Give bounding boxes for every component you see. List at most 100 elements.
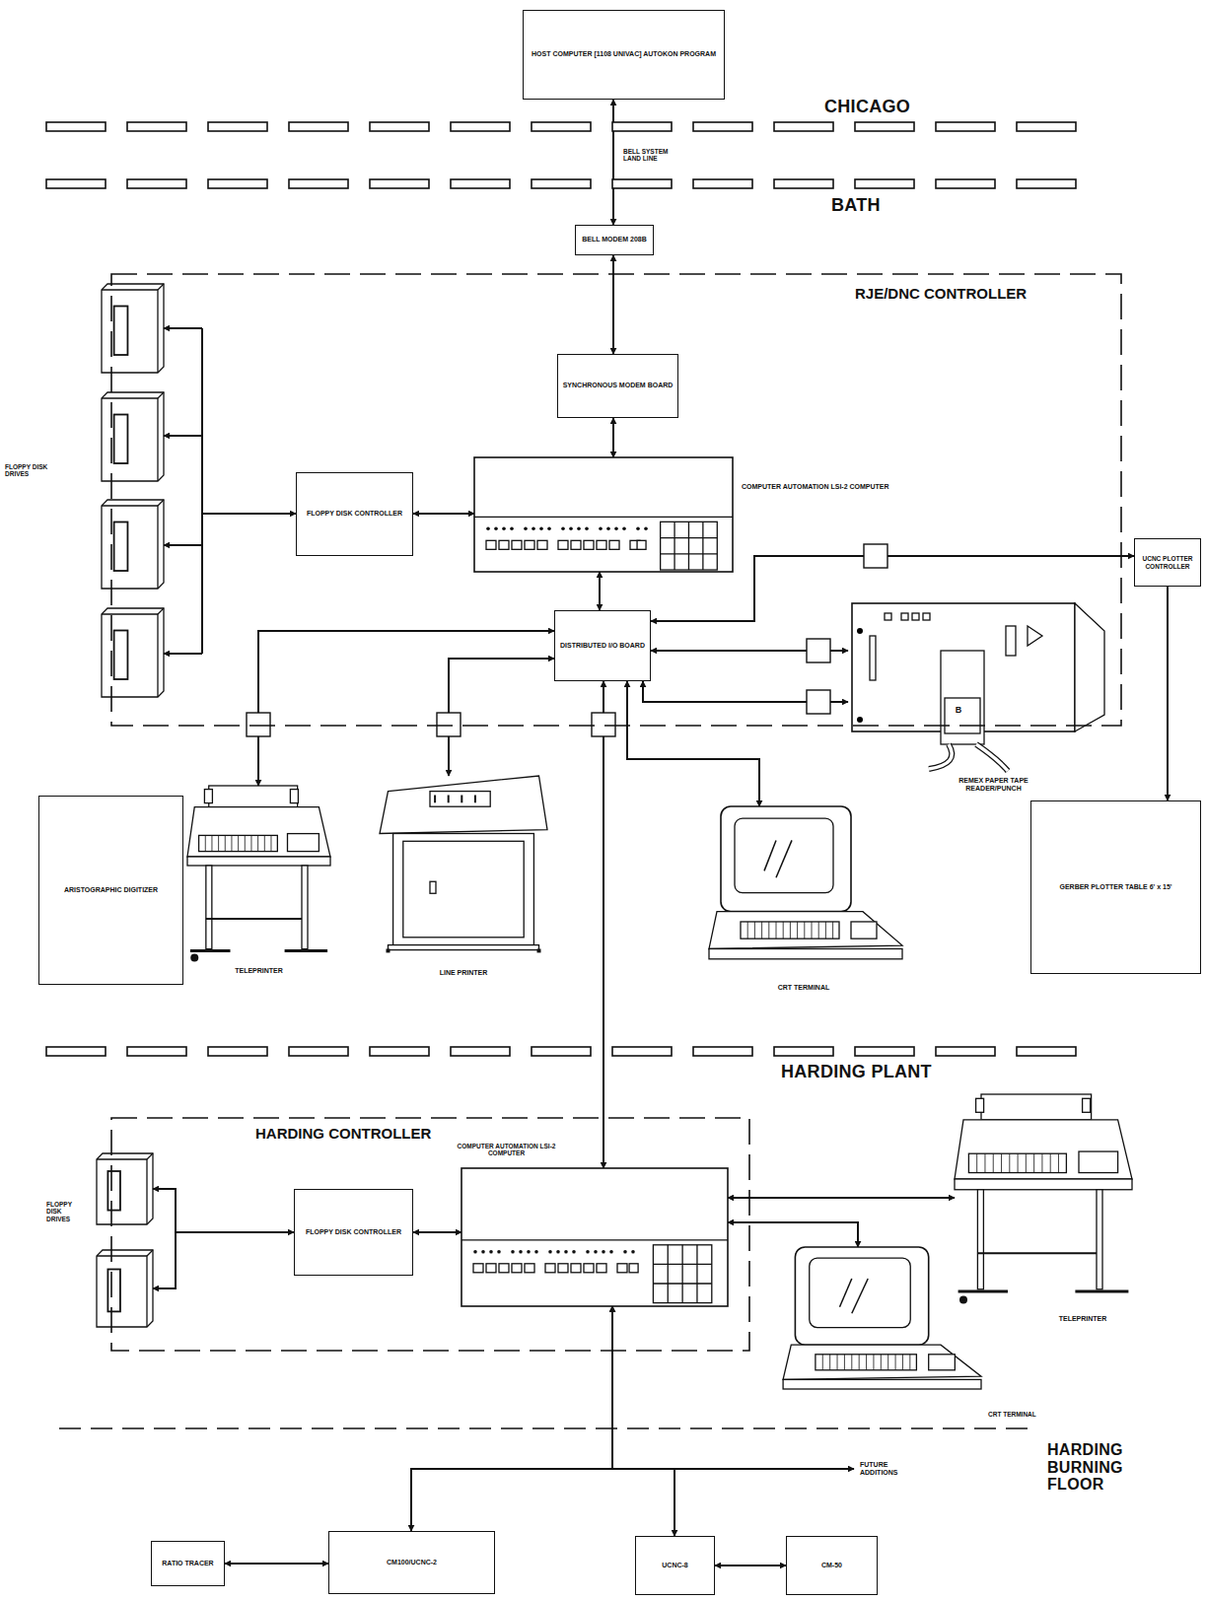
stand-caster (959, 1296, 968, 1305)
panel-lamp (609, 1250, 614, 1255)
data-link (714, 1564, 786, 1567)
keyboard-key (1050, 1153, 1052, 1173)
panel-lamp (510, 1250, 515, 1255)
keyboard-key (880, 1354, 882, 1371)
terminal-base (782, 1345, 982, 1380)
keyboard-key (902, 1354, 904, 1371)
printer-window-mark (460, 795, 463, 804)
panel-lamp (539, 527, 544, 532)
keyboard-key (1017, 1153, 1019, 1173)
panel-button (922, 613, 930, 621)
panel-lamp (526, 1250, 531, 1255)
stand-caster (190, 954, 199, 963)
keyboard-key (205, 835, 207, 852)
panel-switch (524, 540, 535, 550)
process-box: FLOPPY DISK CONTROLLER (293, 1189, 414, 1277)
note-label: FUTURE ADDITIONS (859, 1461, 920, 1477)
node-label: TELEPRINTER (207, 967, 311, 976)
region-outline (110, 1117, 751, 1352)
stand-leg (301, 865, 308, 950)
node-label: CM-50 (821, 1561, 843, 1570)
panel-lamp (568, 527, 573, 532)
node-label: BELL MODEM 208B (581, 235, 647, 244)
site-divider-dash (693, 179, 753, 189)
panel-lamp (548, 1250, 553, 1255)
keyboard-pad (851, 922, 877, 939)
site-divider-dash (531, 179, 591, 189)
node-label: SYNCHRONOUS MODEM BOARD (563, 381, 674, 390)
process-box: CM100/UCNC-2 (328, 1531, 496, 1595)
interface-card (591, 712, 616, 737)
floppy-drive-edge (157, 608, 164, 615)
site-divider-dash (1016, 122, 1076, 132)
floppy-drive-edge (96, 1158, 147, 1160)
link-label: BELL SYSTEM LAND LINE (623, 147, 685, 162)
disk-slot (107, 1171, 121, 1211)
panel-screw (856, 628, 863, 635)
data-link (413, 1231, 462, 1234)
panel-switch (498, 1264, 509, 1274)
site-divider-dash (854, 1047, 915, 1057)
floppy-drive-edge (156, 505, 158, 589)
keyboard-key (829, 1354, 831, 1371)
site-divider-dash (854, 122, 915, 132)
panel-lamp (509, 527, 514, 532)
drive-bus-branch (163, 652, 203, 655)
equipment-figure: CRT TERMINAL (779, 1247, 1061, 1425)
process-box: GERBER PLOTTER TABLE 6' x 15' (1030, 800, 1202, 975)
panel-lamp (556, 1250, 561, 1255)
location-label: HARDING PLANT (780, 1063, 979, 1083)
keyboard-key (858, 1354, 860, 1371)
keyboard-key (237, 835, 239, 852)
site-divider-dash (693, 122, 753, 132)
keyboard-key (818, 922, 820, 939)
site-region: HARDING CONTROLLERFLOPPY DISK CONTROLLER… (110, 1117, 751, 1352)
disk-slot (114, 306, 129, 356)
keyboard-key (837, 1354, 839, 1371)
keyboard-key (217, 835, 219, 852)
keyboard-key (1033, 1153, 1035, 1173)
platen-knob (1082, 1098, 1091, 1113)
printer-window-mark (447, 795, 450, 804)
location-label: HARDING BURNING FLOOR (1047, 1441, 1156, 1494)
site-divider-dash (612, 179, 672, 189)
keyboard-key (230, 835, 232, 852)
keyboard-key (1058, 1153, 1060, 1173)
printer-foot (386, 949, 391, 954)
printer-window (429, 791, 491, 808)
stand-leg (1096, 1190, 1103, 1290)
site-divider-dash (1016, 179, 1076, 189)
computer-chassis (474, 457, 733, 572)
keyboard-key (270, 835, 272, 852)
screen-glare (764, 840, 777, 871)
keyboard-key (993, 1153, 994, 1173)
panel-switch (498, 540, 509, 550)
node-label: HOST COMPUTER [1108 UNIVAC] AUTOKON PROG… (531, 50, 716, 59)
panel-switch (558, 1264, 568, 1274)
site-divider-dash (46, 179, 106, 189)
future-bus-arrow (674, 1468, 854, 1471)
teleprinter-body (187, 807, 331, 857)
keypad-grid (652, 1282, 711, 1284)
panel-lamp (496, 1250, 501, 1255)
panel-indicator (1005, 626, 1016, 656)
keyboard (740, 922, 840, 939)
process-box: SYNCHRONOUS MODEM BOARD (557, 354, 679, 419)
panel-button (901, 613, 909, 621)
node-label: UCNC-8 (661, 1561, 688, 1570)
node-label: CM100/UCNC-2 (386, 1559, 437, 1567)
site-divider-dash (288, 122, 349, 132)
site-divider-dash (935, 179, 995, 189)
panel-lamp (518, 1250, 523, 1255)
site-divider-dash (612, 1047, 672, 1057)
keyboard (199, 835, 279, 852)
paper-tape (976, 744, 1008, 772)
floppy-drive-edge (101, 504, 158, 506)
keyboard-key (782, 922, 784, 939)
keypad (652, 1245, 711, 1304)
site-divider-dash (774, 1047, 834, 1057)
data-link (448, 658, 555, 777)
panel-lamp (601, 1250, 606, 1255)
printer-foot (537, 949, 542, 954)
keyboard-key (976, 1153, 978, 1173)
